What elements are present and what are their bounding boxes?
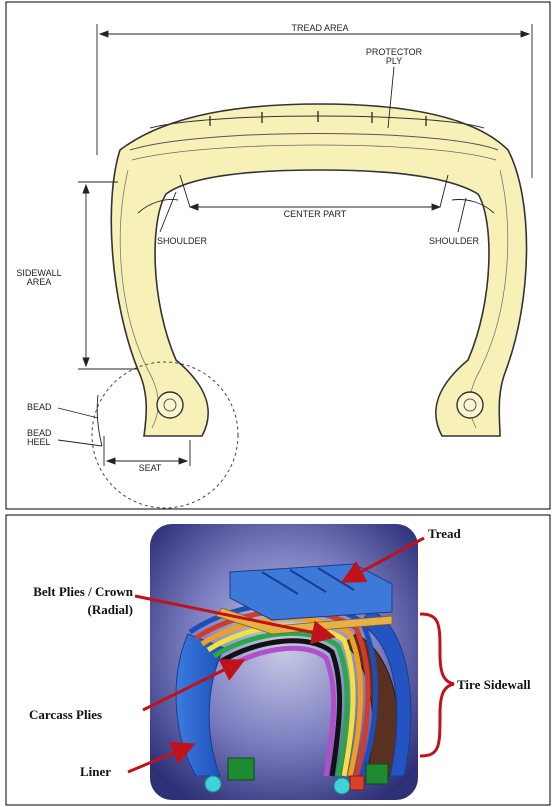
tire-cross-section-diagram: TREAD AREA PROTECTOR PLY CENTER PART SHO… bbox=[0, 0, 554, 511]
left-bead-cyan bbox=[205, 776, 221, 792]
tire-cross-section-panel: TREAD AREA PROTECTOR PLY CENTER PART SHO… bbox=[0, 0, 554, 511]
tire-components-diagram: Tread Belt Plies / Crown (Radial) Carcas… bbox=[0, 514, 554, 807]
tire-components-panel: Tread Belt Plies / Crown (Radial) Carcas… bbox=[0, 514, 554, 807]
right-bead-red bbox=[350, 776, 364, 790]
bead-arc bbox=[97, 395, 102, 446]
right-bead-cyan bbox=[334, 778, 350, 794]
right-bead-circle bbox=[457, 392, 483, 418]
left-bead-circle bbox=[157, 392, 183, 418]
bead-heel-label-line2: HEEL bbox=[27, 437, 51, 447]
bead-label: BEAD bbox=[27, 402, 52, 412]
protector-ply-label-line2: PLY bbox=[386, 56, 402, 66]
bead-leader bbox=[58, 408, 98, 418]
left-bead-block bbox=[228, 758, 254, 780]
belt-plies-label-line2: (Radial) bbox=[88, 602, 134, 617]
tire-outline bbox=[111, 104, 526, 436]
belt-plies-label-line1: Belt Plies / Crown bbox=[33, 584, 134, 599]
liner-label: Liner bbox=[80, 764, 111, 779]
right-bead-block bbox=[366, 764, 388, 784]
tire-sidewall-label: Tire Sidewall bbox=[457, 677, 531, 692]
sidewall-area-label-line2: AREA bbox=[27, 277, 52, 287]
seat-label: SEAT bbox=[139, 463, 162, 473]
center-part-dimension bbox=[180, 175, 448, 210]
seat-dimension bbox=[104, 436, 190, 466]
tread-label: Tread bbox=[428, 526, 462, 541]
shoulder-left-label: SHOULDER bbox=[157, 236, 208, 246]
tire-sidewall-brace bbox=[420, 614, 454, 756]
center-part-label: CENTER PART bbox=[284, 209, 347, 219]
carcass-plies-label: Carcass Plies bbox=[29, 707, 102, 722]
tread-area-label: TREAD AREA bbox=[291, 23, 348, 33]
shoulder-right-label: SHOULDER bbox=[429, 236, 480, 246]
bead-heel-leader bbox=[58, 440, 102, 446]
